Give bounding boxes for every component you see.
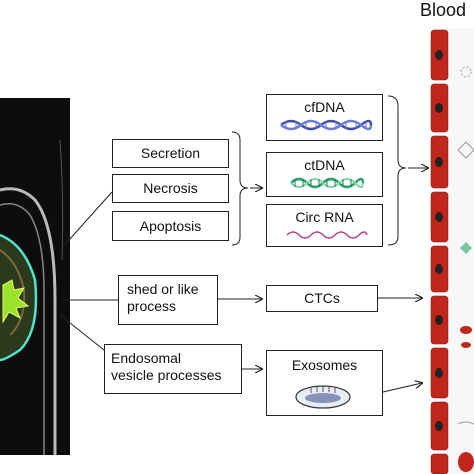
endo-line1: Endosomal: [111, 350, 182, 366]
exosomes-label: Exosomes: [291, 357, 358, 373]
blood-label: Blood: [420, 0, 467, 20]
rna-strand-icon: [286, 231, 368, 239]
ctcs-label: CTCs: [304, 290, 340, 306]
cfdna-label: cfDNA: [304, 99, 345, 115]
blood-vessel: [430, 28, 474, 474]
circ-rna-box: Circ RNA: [266, 204, 383, 247]
shed-line1: shed or like: [127, 281, 199, 297]
ctcs-box: CTCs: [266, 285, 378, 312]
shed-line2: process: [127, 298, 177, 314]
necrosis-label: Necrosis: [143, 180, 198, 196]
circ-rna-label: Circ RNA: [295, 209, 354, 225]
patient-body-image: [0, 98, 70, 455]
cfdna-box: cfDNA: [266, 94, 383, 141]
ctdna-label: ctDNA: [304, 157, 345, 173]
endo-line2: vesicle processes: [111, 367, 222, 383]
apoptosis-label: Apoptosis: [139, 217, 202, 234]
secretion-box: Secretion: [112, 139, 229, 168]
exosome-icon: [295, 385, 351, 409]
shed-process-box: shed or like process: [118, 275, 218, 325]
apoptosis-box: Apoptosis: [112, 211, 229, 241]
ctdna-helix-icon: [290, 177, 365, 189]
secretion-label: Secretion: [140, 145, 201, 161]
endosomal-box: Endosomal vesicle processes: [104, 344, 242, 394]
exosomes-box: Exosomes: [266, 350, 383, 416]
necrosis-box: Necrosis: [112, 174, 229, 203]
ctdna-box: ctDNA: [266, 152, 383, 197]
dna-helix-icon: [280, 119, 373, 131]
tumor-icon: [2, 279, 30, 324]
